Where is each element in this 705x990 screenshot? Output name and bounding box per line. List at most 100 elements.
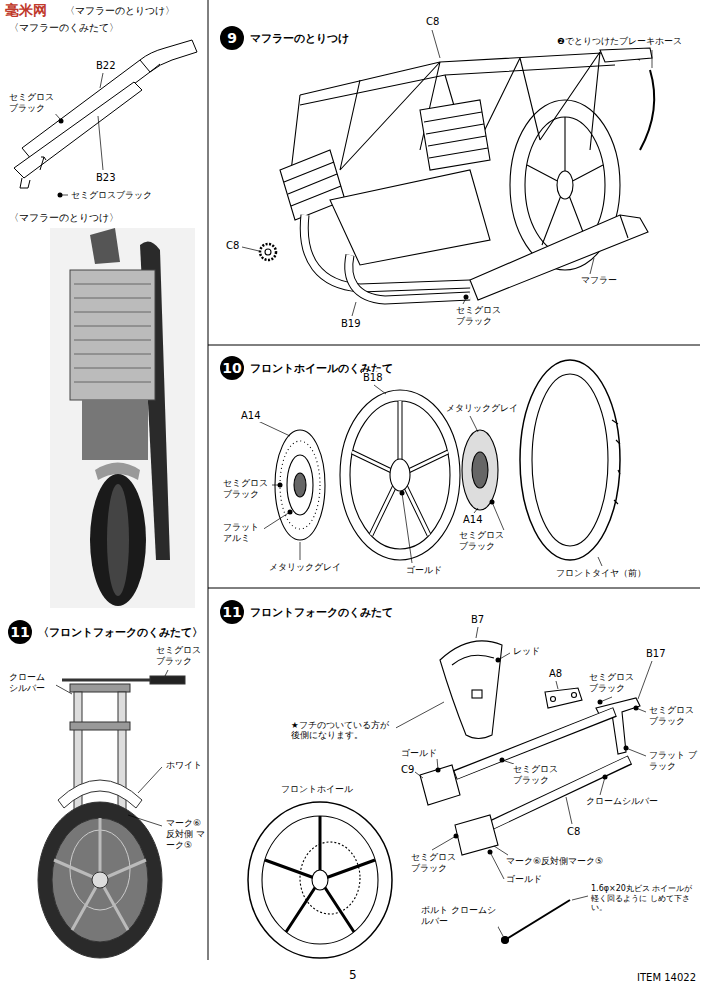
leader-lines: [54, 670, 168, 826]
part-label: ITEM 14022: [636, 972, 697, 984]
leader-line: [626, 748, 646, 756]
leader-line: [374, 385, 386, 394]
part-label: B7: [470, 614, 485, 626]
leader-line: [138, 767, 162, 793]
step-heading: フロントフォークのくみたて: [250, 605, 393, 620]
exhaust-pipe: [304, 215, 470, 288]
leader-line: [652, 50, 653, 68]
leader-line: [497, 925, 503, 936]
leader-line: [432, 836, 456, 850]
leader-line: [98, 116, 103, 170]
part-label: ★フチのついている方が 後側になります。: [290, 720, 396, 740]
page-frame: [208, 0, 700, 960]
bracket-hole: [551, 697, 556, 702]
part-label: 〈マフラーのとりつけ〉: [64, 5, 176, 17]
step-number-text: 11: [8, 620, 32, 644]
step-heading: マフラーのとりつけ: [250, 31, 349, 46]
paint-dot: [598, 700, 603, 705]
rim: [350, 401, 450, 549]
paint-dot: [436, 768, 441, 773]
leader-line: [474, 508, 478, 513]
front-fork-view: [38, 676, 185, 958]
step-number: 9マフラーのとりつけ: [220, 26, 244, 50]
part-label: B22: [95, 60, 117, 72]
step-number: 10フロントホイールのくみたて: [220, 356, 244, 380]
paint-dot: [500, 758, 505, 763]
bolt-head: [502, 937, 509, 944]
paint-dot: [488, 850, 493, 855]
part-label: B23: [95, 172, 117, 184]
leader-line: [600, 777, 605, 795]
part-label: 〈マフラーのとりつけ〉: [8, 212, 120, 224]
leader-line: [392, 702, 444, 730]
exhaust-pipe: [349, 255, 470, 300]
muffler: [470, 215, 648, 300]
wheel: [248, 802, 392, 958]
brake-disc: [275, 430, 325, 540]
part-label: マーク⑥ 反対側 マーク⑤: [165, 818, 207, 850]
paint-dot: [400, 491, 405, 496]
paint-dot: [288, 510, 293, 515]
part-label: クロームシルバー: [585, 796, 659, 807]
paint-dots: [58, 119, 64, 198]
paint-dot: [454, 834, 459, 839]
part-label: セミグロス ブラック: [455, 305, 505, 327]
divider: [208, 0, 209, 960]
part-label: マフラー: [580, 275, 618, 286]
part-label: セミグロスブラック: [70, 190, 153, 201]
divider: [208, 588, 700, 589]
leader-line: [476, 627, 478, 638]
disc-holes: [280, 441, 320, 529]
hub-disc: [462, 430, 498, 510]
leader-line: [54, 684, 72, 694]
grip: [150, 676, 185, 684]
part-label: 5: [348, 968, 358, 982]
paint-dot: [603, 775, 608, 780]
part-label: ❷でとりつけたブレーキホース: [556, 36, 683, 46]
brake-hose: [640, 70, 654, 150]
part-line: [140, 60, 160, 72]
rear-cylinder: [420, 100, 490, 170]
leader-line: [415, 772, 423, 778]
tire-inner: [532, 374, 608, 546]
caliper: [420, 765, 460, 805]
part-label: B18: [362, 372, 384, 384]
leader-line: [590, 258, 594, 274]
part-label: フロントタイヤ（前）: [555, 568, 647, 579]
part-label: メタリックグレイ: [445, 403, 519, 414]
muffler-line: [620, 215, 628, 238]
leader-line: [242, 247, 259, 251]
leader-line: [470, 416, 478, 432]
leader-line: [165, 670, 168, 676]
hub: [312, 870, 328, 890]
brake-disc: [300, 842, 360, 914]
part-label: A14: [240, 410, 262, 422]
paint-dots: [278, 483, 495, 515]
rim: [262, 816, 378, 944]
exhaust-pipe: [304, 215, 470, 288]
spokes: [54, 818, 146, 930]
disc-hub: [294, 473, 306, 497]
part-label: A14: [462, 514, 484, 526]
step-number-text: 11: [220, 600, 244, 624]
leader-line: [258, 421, 290, 436]
photo-ground: [50, 228, 195, 608]
spokes: [352, 401, 448, 535]
leader-line: [566, 797, 572, 824]
bracket-hole: [572, 693, 577, 698]
step10-illustration: [275, 360, 620, 560]
leader-line: [62, 195, 68, 196]
paint-dot: [624, 746, 629, 751]
step-number-text: 10: [220, 356, 244, 380]
bracket-b17: [596, 698, 640, 754]
part-label: 1.6φ×20丸ビス ホイールが軽く回るように しめて下さい。: [590, 884, 698, 913]
part-label: セミグロス ブラック: [512, 764, 562, 786]
swingarm: [82, 400, 148, 460]
engine: [70, 270, 155, 400]
bracket-a8: [545, 688, 582, 708]
leader-line: [598, 557, 602, 566]
leader-line: [432, 30, 440, 58]
leader-line: [572, 896, 588, 900]
